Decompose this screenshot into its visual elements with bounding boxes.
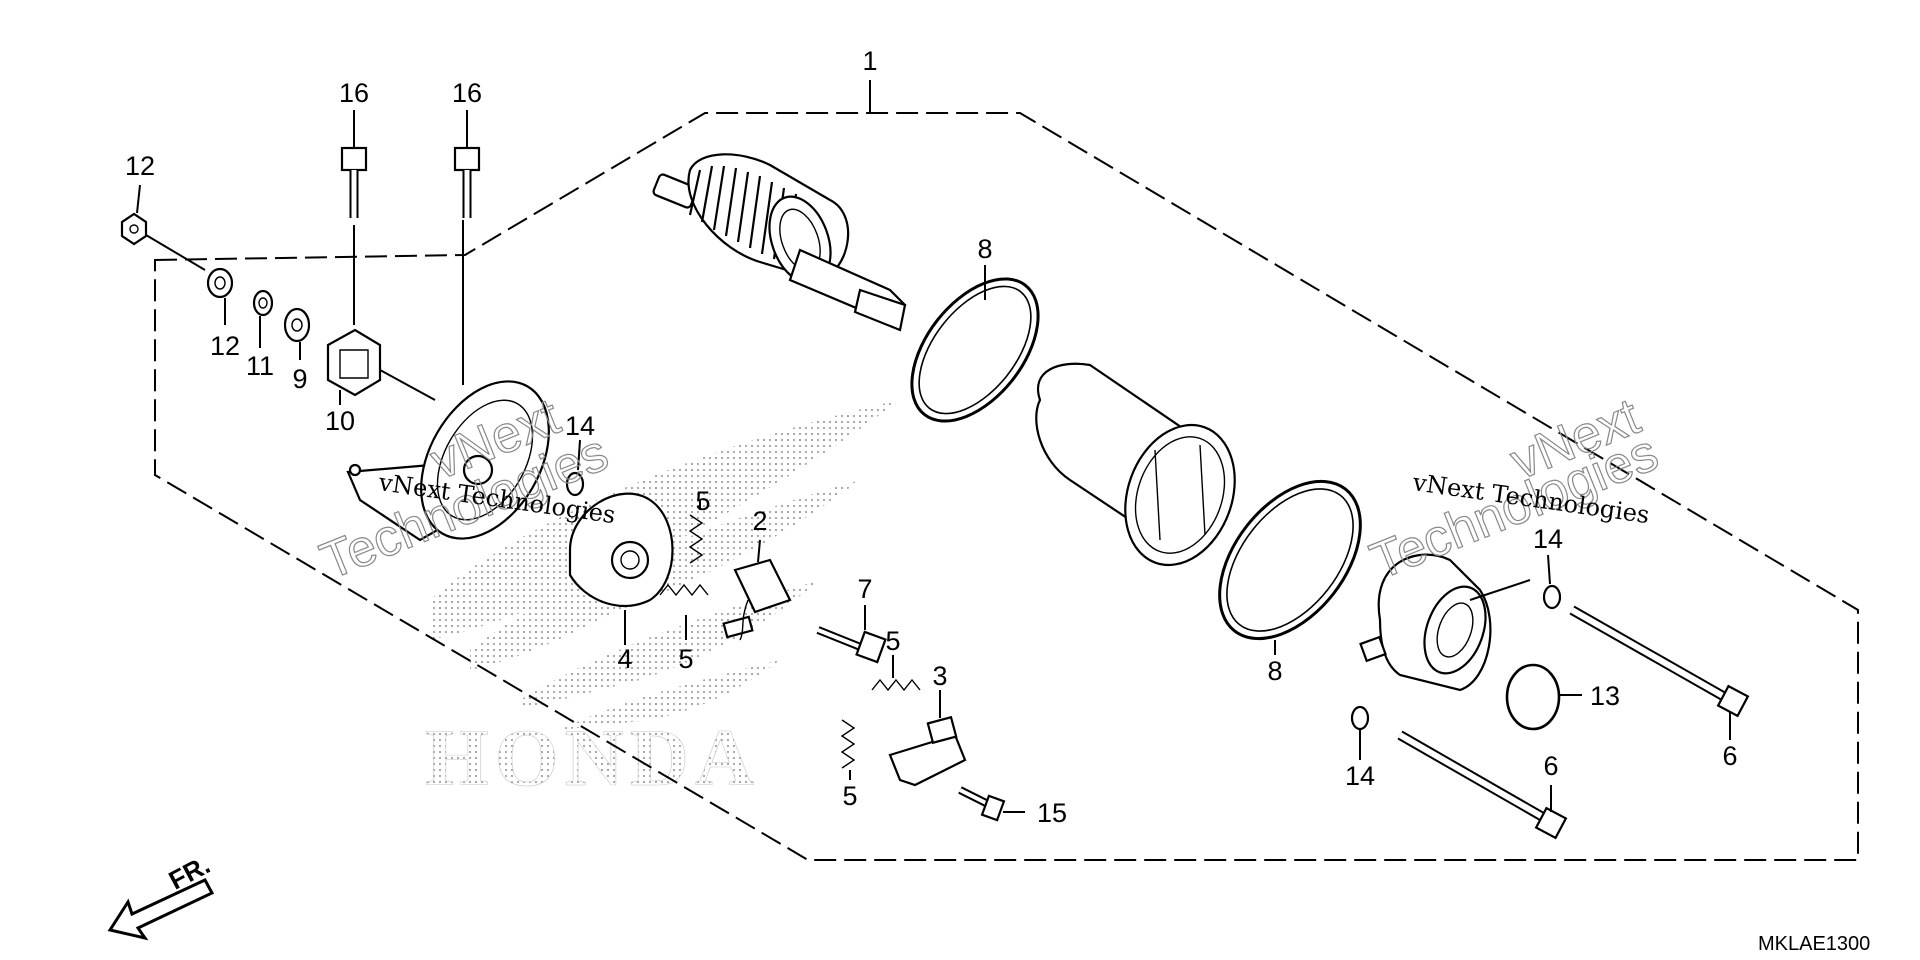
spring-5-a bbox=[688, 500, 704, 564]
callout-14a: 14 bbox=[565, 411, 595, 441]
motor-case bbox=[1035, 362, 1236, 567]
honda-logo-text: HONDA bbox=[425, 712, 760, 803]
callout-5b: 5 bbox=[678, 644, 693, 674]
callout-2: 2 bbox=[752, 506, 767, 536]
callout-8a: 8 bbox=[977, 234, 992, 264]
callout-12a: 12 bbox=[125, 151, 155, 181]
brush-holder bbox=[568, 492, 674, 645]
terminal-bolt-7 bbox=[816, 605, 887, 664]
callout-4: 4 bbox=[617, 644, 632, 674]
callout-6a: 6 bbox=[1722, 741, 1737, 771]
washer-11 bbox=[252, 289, 274, 348]
callout-1: 1 bbox=[862, 46, 877, 76]
callout-14c: 14 bbox=[1345, 761, 1375, 791]
callout-14b: 14 bbox=[1533, 524, 1563, 554]
bolt-16-right bbox=[453, 110, 481, 218]
callout-labels: 1 2 3 4 5 5 5 5 6 6 7 8 8 9 10 11 12 12 … bbox=[125, 46, 1738, 828]
diagram-code: MKLAE1300 bbox=[1758, 933, 1870, 955]
brush-3 bbox=[888, 690, 967, 787]
brush-2 bbox=[722, 539, 792, 641]
through-bolt-upper bbox=[1569, 605, 1750, 740]
callout-3: 3 bbox=[932, 661, 947, 691]
watermark-right: vNext Technologies vNext Technologies bbox=[1362, 387, 1666, 592]
assembly-boundary bbox=[154, 80, 1859, 861]
callout-5d: 5 bbox=[842, 781, 857, 811]
bolt-15 bbox=[958, 786, 1025, 822]
terminal-block-10 bbox=[326, 328, 436, 405]
rear-cover bbox=[346, 220, 550, 542]
callout-7: 7 bbox=[857, 574, 872, 604]
bushing-9 bbox=[283, 307, 311, 360]
spring-5-c bbox=[871, 655, 921, 692]
nut-12-top bbox=[120, 184, 148, 246]
callout-16b: 16 bbox=[452, 78, 482, 108]
front-direction-arrow: FR. bbox=[107, 849, 215, 941]
callout-15: 15 bbox=[1037, 798, 1067, 828]
callout-12b: 12 bbox=[210, 331, 240, 361]
callout-9: 9 bbox=[292, 364, 307, 394]
spring-5-d bbox=[840, 719, 856, 780]
front-cover bbox=[1359, 553, 1531, 692]
spring-5-b bbox=[659, 583, 709, 640]
washer-14-b bbox=[1542, 554, 1562, 610]
nut-12 bbox=[206, 267, 234, 325]
armature bbox=[652, 153, 907, 332]
callout-10: 10 bbox=[325, 406, 355, 436]
callout-11: 11 bbox=[246, 351, 274, 381]
bolt-16-left bbox=[340, 110, 368, 325]
o-ring-lower bbox=[1218, 479, 1362, 655]
o-ring-upper bbox=[910, 265, 1040, 423]
callout-5a: 5 bbox=[695, 486, 710, 516]
o-ring-13 bbox=[1505, 663, 1582, 731]
through-bolt-lower bbox=[1397, 730, 1568, 840]
callout-6b: 6 bbox=[1543, 751, 1558, 781]
leader-line-12 bbox=[145, 234, 206, 271]
washer-14-a bbox=[565, 439, 585, 497]
callout-16a: 16 bbox=[339, 78, 369, 108]
callout-13: 13 bbox=[1590, 681, 1620, 711]
callout-5c: 5 bbox=[885, 626, 900, 656]
washer-14-c bbox=[1350, 705, 1370, 760]
callout-8b: 8 bbox=[1267, 656, 1282, 686]
